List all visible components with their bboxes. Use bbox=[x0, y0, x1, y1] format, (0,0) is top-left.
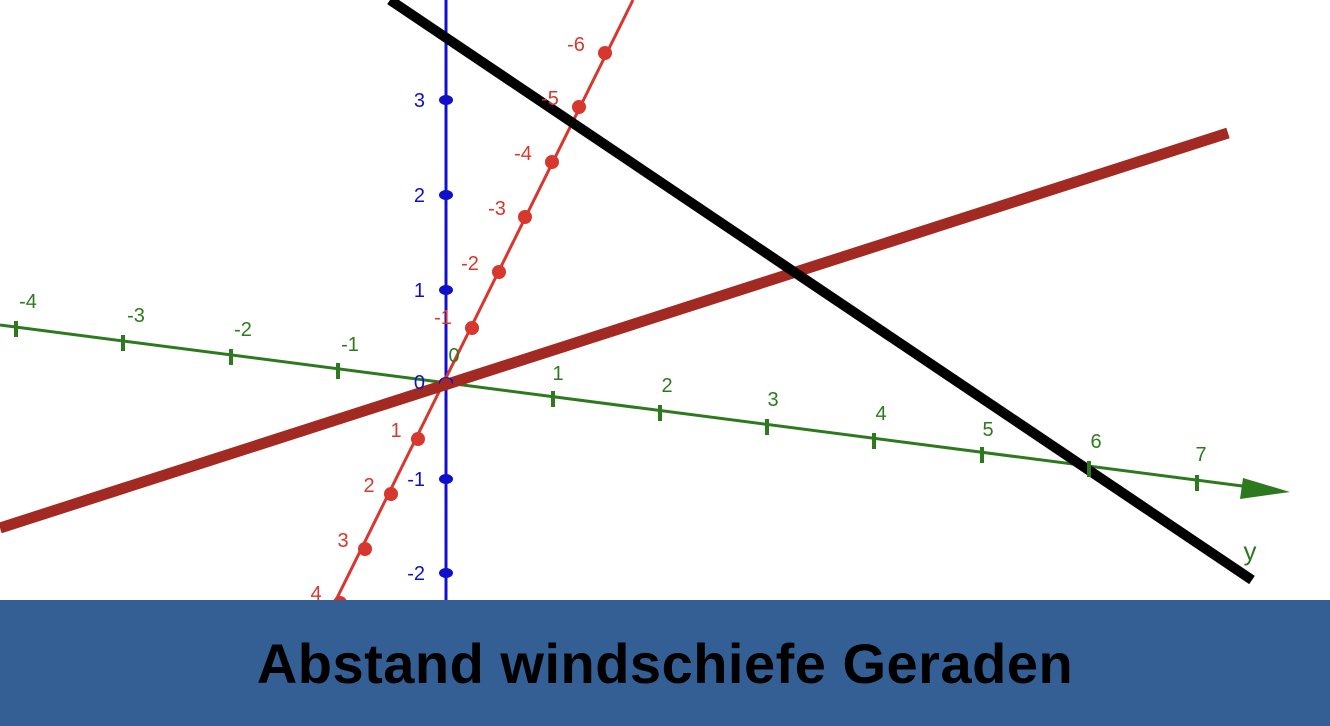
depth-axis-tick bbox=[384, 487, 398, 501]
y-axis-name: y bbox=[1244, 536, 1257, 566]
depth-axis-tick-label: -6 bbox=[567, 34, 585, 56]
depth-axis-tick bbox=[572, 100, 586, 114]
y-axis-tick-label: 2 bbox=[661, 375, 672, 397]
depth-axis-tick bbox=[358, 542, 372, 556]
depth-axis-tick bbox=[411, 432, 425, 446]
y-axis-tick-label: -2 bbox=[234, 319, 252, 341]
y-axis-tick-label: 3 bbox=[767, 389, 778, 411]
vertical-axis-tick-label: 3 bbox=[414, 90, 425, 112]
y-axis-tick-label: 7 bbox=[1195, 444, 1206, 466]
depth-axis-tick-label: 2 bbox=[363, 475, 374, 497]
depth-axis-tick bbox=[492, 265, 506, 279]
vertical-axis-tick bbox=[439, 474, 453, 484]
depth-axis-tick-label: -1 bbox=[434, 307, 452, 329]
vertical-axis-tick bbox=[439, 285, 453, 295]
vertical-axis-tick-label: 2 bbox=[414, 185, 425, 207]
vertical-axis-tick bbox=[439, 190, 453, 200]
y-axis-tick-label: 0 bbox=[448, 345, 459, 367]
vertical-axis-tick bbox=[439, 95, 453, 105]
depth-axis-tick-label: -3 bbox=[488, 198, 506, 220]
vertical-axis-tick-label: -1 bbox=[407, 469, 425, 491]
y-axis-tick-label: 1 bbox=[552, 363, 563, 385]
skew-line-darkred bbox=[0, 127, 1230, 534]
depth-axis-tick-label: -2 bbox=[461, 253, 479, 275]
y-axis-line bbox=[0, 323, 1251, 489]
y-axis-tick-label: 4 bbox=[875, 403, 886, 425]
depth-axis-tick-label: 3 bbox=[337, 530, 348, 552]
skew-line-black bbox=[387, 0, 1255, 585]
depth-axis-tick bbox=[545, 155, 559, 169]
y-axis-arrowhead bbox=[1240, 478, 1290, 499]
vertical-axis-tick-label: 1 bbox=[414, 280, 425, 302]
depth-axis-tick-label: -4 bbox=[514, 143, 532, 165]
depth-axis-tick-label: -5 bbox=[541, 88, 559, 110]
y-axis-tick-label: -3 bbox=[127, 305, 145, 327]
caption-title: Abstand windschiefe Geraden bbox=[256, 631, 1074, 695]
y-axis-tick-label: -1 bbox=[341, 334, 359, 356]
origin-point bbox=[440, 378, 452, 390]
depth-axis-tick bbox=[518, 210, 532, 224]
depth-axis-tick bbox=[333, 596, 347, 600]
depth-axis-line bbox=[334, 0, 635, 600]
coordinate-scene: 3 2 1 0 -1 -2 -4 -3 -2 -1 0 1 2 3 4 5 6 7 y -6 -5 -4 -3 -2 -1 1 2 3… bbox=[0, 0, 1290, 600]
caption-banner: Abstand windschiefe Geraden bbox=[0, 600, 1330, 726]
vertical-axis-tick bbox=[439, 568, 453, 578]
y-axis-tick-label: 5 bbox=[982, 419, 993, 441]
depth-axis-tick bbox=[465, 321, 479, 335]
vertical-axis-tick-label: 0 bbox=[414, 372, 425, 394]
y-axis-tick-label: 6 bbox=[1090, 431, 1101, 453]
y-axis-tick-label: -4 bbox=[19, 291, 37, 313]
depth-axis-tick-label: 1 bbox=[390, 420, 401, 442]
vertical-axis-tick-label: -2 bbox=[407, 563, 425, 585]
depth-axis-tick bbox=[598, 46, 612, 60]
depth-axis-tick-label: 4 bbox=[310, 583, 321, 600]
